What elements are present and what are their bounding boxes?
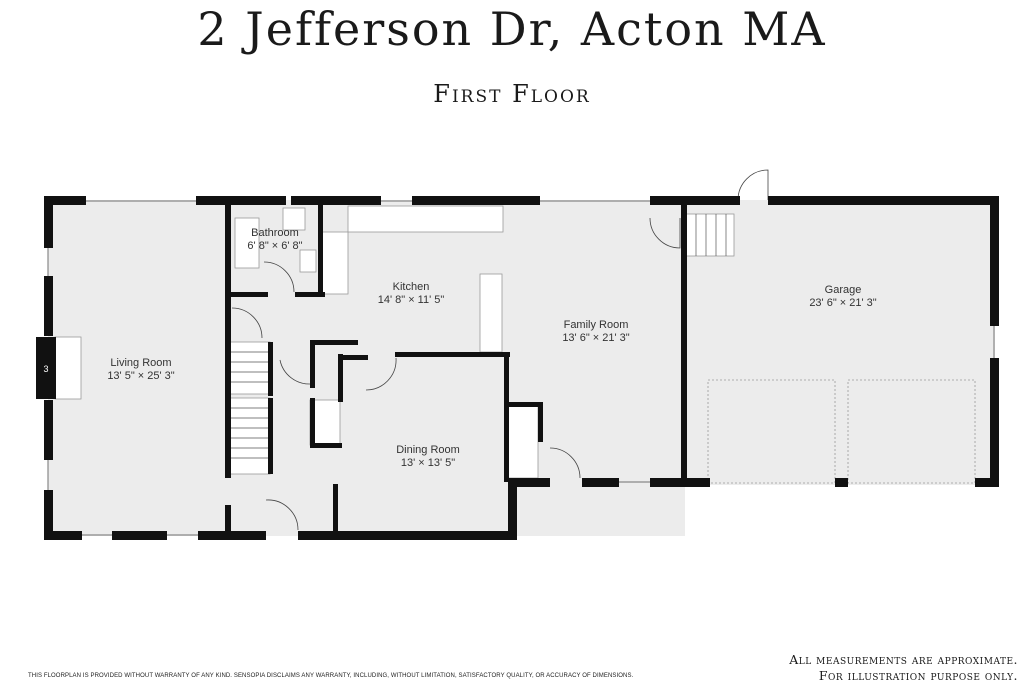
door-swings xyxy=(231,169,769,531)
room-dims-dining: 13' × 13' 5" xyxy=(401,457,455,469)
disclaimer-text: THIS FLOORPLAN IS PROVIDED WITHOUT WARRA… xyxy=(28,673,634,679)
room-name-living: Living Room xyxy=(110,357,171,369)
room-name-dining: Dining Room xyxy=(396,444,460,456)
room-dims-bathroom: 6' 8" × 6' 8" xyxy=(247,240,302,252)
stairs-lower xyxy=(229,397,271,475)
garage-stairs xyxy=(685,213,735,257)
floor-areas xyxy=(48,200,995,536)
room-name-kitchen: Kitchen xyxy=(393,281,430,293)
room-name-family: Family Room xyxy=(564,319,629,331)
room-dims-family: 13' 6" × 21' 3" xyxy=(562,332,629,344)
room-dims-garage: 23' 6" × 21' 3" xyxy=(809,297,876,309)
kitchen-counter-top xyxy=(347,205,504,233)
kitchen-island xyxy=(479,273,503,353)
room-dims-living: 13' 5" × 25' 3" xyxy=(107,370,174,382)
room-labels: Living Room 13' 5" × 25' 3" Bathroom 6' … xyxy=(107,227,876,469)
measurement-note-line2: For illustration purpose only. xyxy=(818,668,1018,683)
stairs-upper xyxy=(229,341,271,395)
windows xyxy=(47,200,995,536)
floor-subtitle: First Floor xyxy=(433,80,591,108)
bathroom-tub xyxy=(234,217,260,269)
measurement-note-line1: All measurements are approximate. xyxy=(789,652,1018,667)
bathroom-sink xyxy=(299,249,317,273)
room-dims-kitchen: 14' 8" × 11' 5" xyxy=(378,294,445,306)
walls xyxy=(44,196,999,540)
fireplace-mark: 3 xyxy=(43,364,48,374)
kitchen-counter-left xyxy=(321,231,349,295)
room-name-garage: Garage xyxy=(825,284,862,296)
pantry xyxy=(507,403,539,479)
garage-doors xyxy=(707,379,976,484)
room-name-bathroom: Bathroom xyxy=(251,227,299,239)
fixtures xyxy=(54,205,735,479)
stair-lines xyxy=(230,214,727,459)
plan-title: 2 Jefferson Dr, Acton MA xyxy=(197,2,827,56)
fireplace xyxy=(36,337,56,399)
measurement-note: All measurements are approximate. For il… xyxy=(789,652,1018,684)
bathroom-vanity xyxy=(282,207,306,231)
fireplace-hearth xyxy=(54,336,82,400)
